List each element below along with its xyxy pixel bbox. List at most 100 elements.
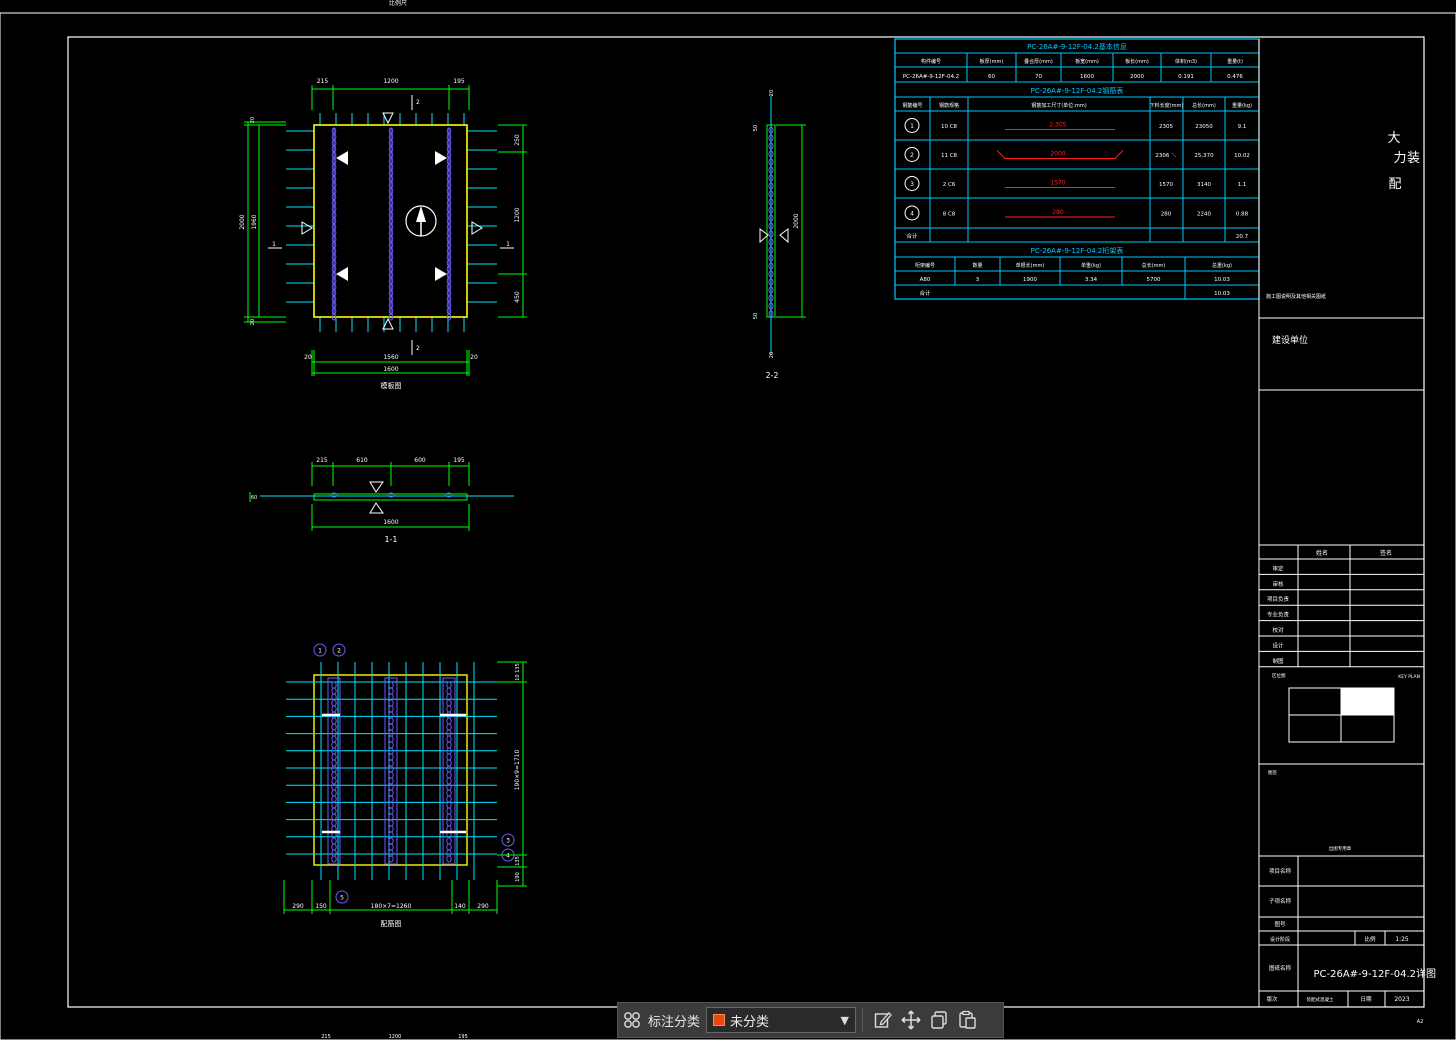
truss-segment xyxy=(331,771,337,779)
subproject-label: 子项名称 xyxy=(1269,897,1292,905)
truss-segment xyxy=(768,150,774,158)
truss-segment xyxy=(446,837,452,845)
truss-segment xyxy=(768,262,774,270)
section-label: 1 xyxy=(272,241,276,248)
role-label: 项目负责 xyxy=(1267,595,1290,603)
annotation-toolbar: 标注分类 未分类 ▼ xyxy=(617,1002,1004,1038)
top-scale-mark: 比例尺 xyxy=(389,0,407,7)
truss-segment xyxy=(446,771,452,779)
truss-segment xyxy=(768,254,774,262)
move-icon[interactable] xyxy=(897,1006,925,1034)
truss-segment xyxy=(446,723,452,731)
grid-icon[interactable] xyxy=(618,1006,646,1034)
rebar-tag-icon xyxy=(501,833,515,847)
table-cell: 8 C8 xyxy=(943,212,956,218)
table-header: 重量(t) xyxy=(1227,58,1243,65)
truss-segment xyxy=(768,238,774,246)
table-cell: 9.1 xyxy=(1238,124,1247,130)
dim-label: 50 xyxy=(753,313,759,319)
table-cell: PC-26A#-9-12F-04.2 xyxy=(903,74,959,80)
truss-segment xyxy=(768,294,774,302)
lifting-point-icon xyxy=(435,267,447,281)
table-cell: 70 xyxy=(1035,74,1042,80)
truss-segment xyxy=(446,819,452,827)
bottom-dim-mark: 215 xyxy=(321,1034,331,1040)
dim-label: 195 xyxy=(453,78,465,85)
truss-node xyxy=(330,492,338,498)
truss-segment xyxy=(446,807,452,815)
dim-label: 1200 xyxy=(514,207,521,222)
paste-icon[interactable] xyxy=(953,1006,981,1034)
table-cell: 10.03 xyxy=(1214,291,1230,297)
table-cell: 23050 xyxy=(1195,124,1213,130)
table-header: 数量 xyxy=(972,262,982,269)
section-mark-icon xyxy=(382,112,394,125)
table-cell: A80 xyxy=(920,277,931,283)
category-select[interactable]: 未分类 ▼ xyxy=(706,1007,857,1033)
dim-label: 150 xyxy=(315,903,327,910)
table-cell: 2240 xyxy=(1197,212,1211,218)
view-title: 1-1 xyxy=(384,535,397,544)
rebar-tag-label: 4 xyxy=(506,853,510,860)
truss-segment xyxy=(331,789,337,797)
truss-segment xyxy=(768,198,774,206)
table-cell: 1.1 xyxy=(1238,182,1247,188)
table-title: PC-26A#-9-12F-04.2基本信息 xyxy=(1027,42,1127,51)
outer-border xyxy=(0,12,1456,1040)
truss-segment xyxy=(331,753,337,761)
section-label: 2 xyxy=(416,99,420,106)
copy-icon[interactable] xyxy=(925,1006,953,1034)
table-header: 板厚(mm) xyxy=(980,58,1004,65)
edit-icon[interactable] xyxy=(869,1006,897,1034)
project-label: 项目名称 xyxy=(1269,867,1292,875)
rebar-number-icon xyxy=(904,147,920,162)
truss-segment xyxy=(446,735,452,743)
truss-segment xyxy=(331,819,337,827)
truss-segment xyxy=(331,687,337,695)
dim-label: 50 xyxy=(753,125,759,131)
dim-label: 1960 xyxy=(251,214,258,229)
dim-label: 180×7=1260 xyxy=(371,903,412,910)
truss-segment xyxy=(331,741,337,749)
truss-segment xyxy=(331,729,337,737)
table-cell: 5700 xyxy=(1147,277,1161,283)
table-cell: 3 xyxy=(910,181,914,188)
truss-segment xyxy=(331,795,337,803)
table-cell: 1900 xyxy=(1023,277,1037,283)
company-logo-text: 力 xyxy=(1393,151,1406,166)
truss-segment xyxy=(768,190,774,198)
section-mark-icon xyxy=(369,502,384,514)
truss-segment xyxy=(768,126,774,134)
truss-segment xyxy=(331,807,337,815)
dim-label: 610 xyxy=(356,457,368,464)
table-cell: 0.88 xyxy=(1236,212,1249,218)
title-block-head: 签名 xyxy=(1380,549,1392,557)
scale-value: 1:25 xyxy=(1395,936,1409,943)
role-label: 设计 xyxy=(1272,641,1284,649)
inner-border xyxy=(67,36,1425,1008)
dim-label: 20 xyxy=(769,90,775,96)
truss-segment xyxy=(768,302,774,310)
truss-segment xyxy=(388,855,394,863)
drawing-name-label: 图纸名称 xyxy=(1269,964,1292,972)
dim-label: 20 xyxy=(304,354,312,361)
table-cell: 10.03 xyxy=(1214,277,1230,283)
scale-label: 比例 xyxy=(1364,935,1376,943)
dim-label: 140 xyxy=(454,903,466,910)
table-cell: 2 C6 xyxy=(943,182,956,188)
table-cell: 2 xyxy=(910,152,914,159)
truss-segment xyxy=(768,286,774,294)
truss-node xyxy=(445,492,453,498)
dim-label: 2000 xyxy=(793,213,800,228)
rebar-tag-icon xyxy=(335,890,349,904)
table-cell: 3 xyxy=(976,277,980,283)
truss-segment xyxy=(768,214,774,222)
dim-label: 1200 xyxy=(383,78,398,85)
dim-label: 190×9=1710 xyxy=(514,750,521,791)
chevron-down-icon: ▼ xyxy=(840,1013,850,1027)
title-block: 大力装配施工图说明及其他相关图纸建设单位姓名签名审定审核项目负责专业负责校对设计… xyxy=(1258,39,1436,1025)
rebar-tag-label: 3 xyxy=(506,838,510,845)
